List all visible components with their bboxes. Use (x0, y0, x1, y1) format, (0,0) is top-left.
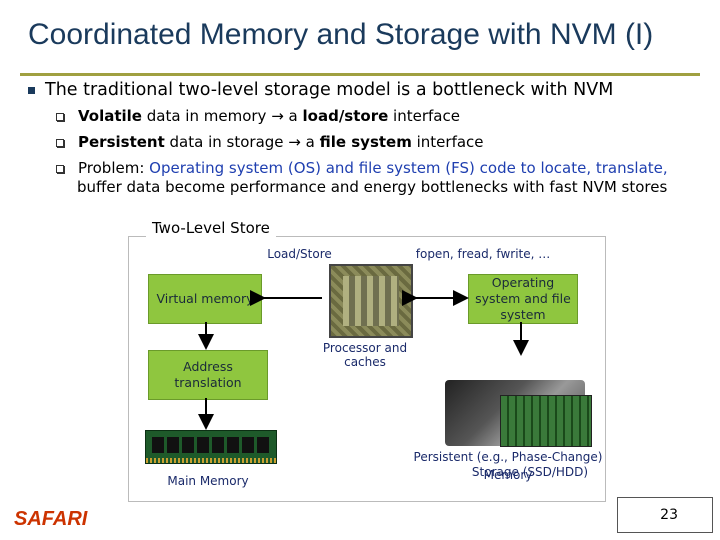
storage-label: Storage (SSD/HDD) (471, 465, 589, 479)
text: interface (388, 107, 460, 125)
box-title: Two-Level Store (146, 219, 276, 237)
page-number: 23 (660, 507, 678, 523)
arrow-icon: → (271, 107, 284, 125)
os-fs-box: Operating system and file system (468, 274, 578, 324)
bullet-checkbox-icon (56, 113, 64, 121)
text: a (300, 133, 320, 151)
safari-logo: SAFARI (14, 508, 88, 530)
text: a (283, 107, 303, 125)
text: Problem: (78, 159, 150, 177)
text: interface (411, 133, 484, 151)
bold-text: Persistent (78, 133, 165, 151)
text: buffer data become performance and energ… (77, 178, 668, 196)
load-store-label: Load/Store (267, 247, 332, 261)
text: data in storage (164, 133, 289, 151)
page-number-box (617, 497, 713, 533)
pcm-image (500, 395, 592, 447)
main-bullet-text: The traditional two-level storage model … (45, 80, 614, 100)
sub-bullet-volatile: Volatile data in memory → a load/store i… (56, 107, 708, 126)
slide-title: Coordinated Memory and Storage with NVM … (28, 18, 654, 51)
virtual-memory-box: Virtual memory (148, 274, 262, 324)
highlight-text: Operating system (OS) and file system (F… (149, 159, 668, 177)
bold-text: load/store (302, 107, 389, 125)
bullet-checkbox-icon (56, 165, 64, 173)
persistent-label: Persistent (e.g., Phase-Change) (413, 450, 603, 464)
processor-chip-image (329, 264, 413, 338)
text: data in memory (141, 107, 272, 125)
bold-text: Volatile (78, 107, 142, 125)
fopen-label: fopen, fread, fwrite, … (415, 247, 551, 261)
sub-bullet-persistent: Persistent data in storage → a file syst… (56, 133, 708, 152)
processor-label: Processor and caches (322, 341, 408, 369)
sub-bullet-problem: Problem: Operating system (OS) and file … (56, 159, 708, 196)
title-rule (20, 73, 700, 76)
arrow-icon: → (288, 133, 301, 151)
bold-text: file system (319, 133, 412, 151)
bullet-checkbox-icon (56, 139, 64, 147)
main-memory-label: Main Memory (167, 474, 249, 488)
bullet-square-icon (28, 86, 35, 94)
ram-module-image (145, 430, 277, 464)
two-level-store-box (128, 236, 606, 502)
address-translation-box: Address translation (148, 350, 268, 400)
main-bullet: The traditional two-level storage model … (28, 79, 708, 101)
memory-label: Memory (483, 468, 533, 482)
